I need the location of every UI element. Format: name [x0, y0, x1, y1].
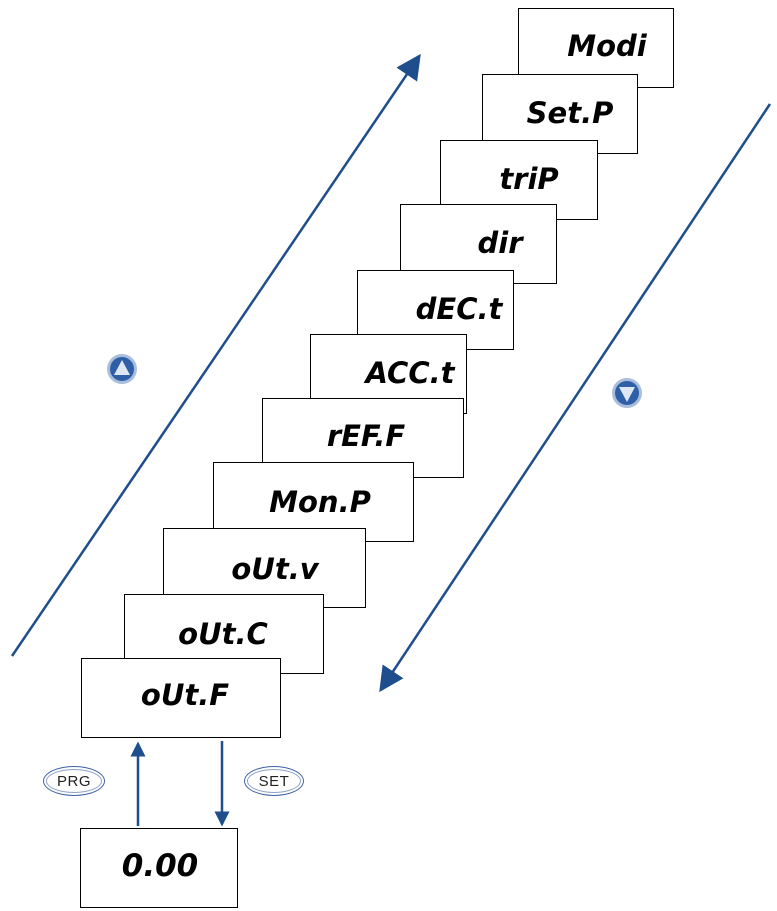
- up-arrow-button-icon[interactable]: [106, 353, 138, 385]
- menu-label-dect: dEC.t: [415, 292, 503, 326]
- prg-key[interactable]: PRG: [43, 766, 105, 796]
- menu-label-outc: oUt.C: [178, 617, 268, 651]
- menu-label-trip: triP: [499, 162, 559, 196]
- menu-label-acct: ACC.t: [365, 356, 455, 390]
- set-key-label: SET: [258, 772, 290, 790]
- down-arrow-button-icon[interactable]: [611, 377, 643, 409]
- scroll-down-arrow: [379, 103, 772, 693]
- menu-label-outv: oUt.v: [231, 552, 319, 586]
- display-value: 0.00: [121, 848, 199, 884]
- prg-key-label: PRG: [56, 772, 91, 790]
- menu-label-modi: Modi: [567, 29, 647, 63]
- menu-box-outf: [81, 658, 281, 738]
- menu-label-outf: oUt.F: [140, 678, 230, 712]
- scroll-up-arrow: [10, 53, 421, 657]
- value-display: 0.00: [80, 828, 238, 908]
- menu-label-dir: dir: [477, 226, 523, 260]
- menu-label-monp: Mon.P: [269, 485, 371, 519]
- menu-label-setp: Set.P: [526, 96, 614, 130]
- menu-label-reff: rEF.F: [326, 419, 406, 453]
- set-key[interactable]: SET: [244, 766, 304, 796]
